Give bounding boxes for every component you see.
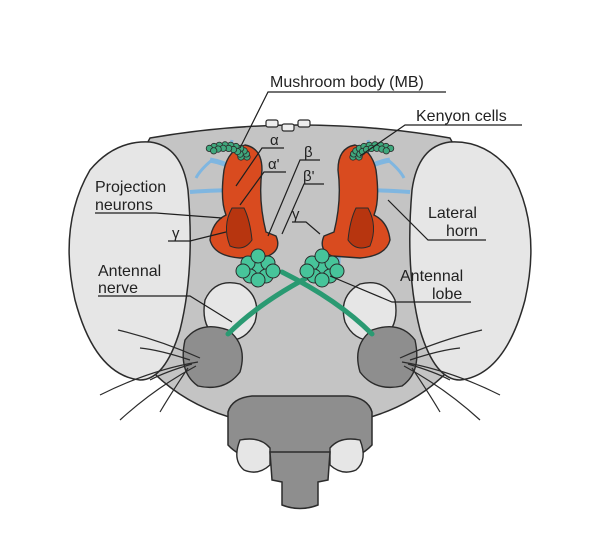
- leader-kenyon-cells: [359, 124, 522, 157]
- glomerulus: [329, 263, 345, 279]
- leader-projection-neurons: [95, 212, 223, 219]
- label-gamma-left: γ: [172, 225, 180, 242]
- leader-mushroom-body: [239, 91, 446, 149]
- compound-eye-left: [68, 141, 191, 381]
- leader-lateral-horn: [387, 199, 486, 241]
- kenyon-cell: [382, 147, 390, 155]
- glomerulus: [314, 272, 330, 288]
- glomerulus: [314, 248, 330, 264]
- label-alpha: α: [270, 132, 279, 149]
- mushroom-body-lobe-right: [347, 207, 374, 249]
- label-projection-neurons-1: Projection: [95, 179, 166, 196]
- leader-beta: [267, 159, 320, 237]
- label-projection-neurons-2: neurons: [95, 197, 153, 214]
- leader-antennal-nerve: [98, 295, 233, 323]
- labellum-left: [236, 438, 271, 473]
- glomerulus: [250, 272, 266, 288]
- ocellus-right: [297, 119, 311, 128]
- antenna-segment-left: [182, 326, 243, 389]
- label-antennal-lobe-1: Antennal: [400, 268, 463, 285]
- label-beta-prime: β': [303, 168, 315, 185]
- proboscis-stem: [269, 451, 331, 510]
- label-lateral-horn-2: horn: [446, 223, 478, 240]
- label-lateral-horn-1: Lateral: [428, 205, 477, 222]
- leader-antennal-lobe: [329, 275, 471, 303]
- ocellus-center: [281, 123, 295, 132]
- glomerulus: [235, 263, 251, 279]
- label-antennal-nerve-1: Antennal: [98, 263, 161, 280]
- label-antennal-lobe-2: lobe: [432, 286, 462, 303]
- labellum-right: [329, 438, 364, 473]
- glomerulus: [299, 263, 315, 279]
- leader-beta-prime: [281, 183, 324, 235]
- antennal-lobe-left: [235, 248, 281, 288]
- label-gamma-right: γ: [292, 206, 300, 223]
- kenyon-cells-left: [205, 141, 251, 161]
- glomerulus: [250, 248, 266, 264]
- label-antennal-nerve-2: nerve: [98, 280, 138, 297]
- label-kenyon-cells: Kenyon cells: [416, 108, 507, 125]
- ocellus-left: [265, 119, 279, 128]
- kenyon-cell: [210, 147, 218, 155]
- antennal-nerve-right: [279, 269, 375, 337]
- leader-alpha: [235, 147, 284, 187]
- leader-gamma-left: [168, 231, 227, 242]
- leader-alpha-prime: [239, 171, 286, 206]
- glomerulus: [265, 263, 281, 279]
- antenna-segment-right: [357, 326, 418, 389]
- label-mushroom-body: Mushroom body (MB): [270, 74, 424, 91]
- label-alpha-prime: α': [268, 156, 280, 173]
- leader-gamma-right: [292, 221, 321, 235]
- label-beta: β: [304, 144, 313, 161]
- mushroom-body-lobe-left: [226, 207, 253, 249]
- arista-left: [99, 329, 201, 421]
- arista-right: [399, 329, 501, 421]
- compound-eye-right: [409, 141, 532, 381]
